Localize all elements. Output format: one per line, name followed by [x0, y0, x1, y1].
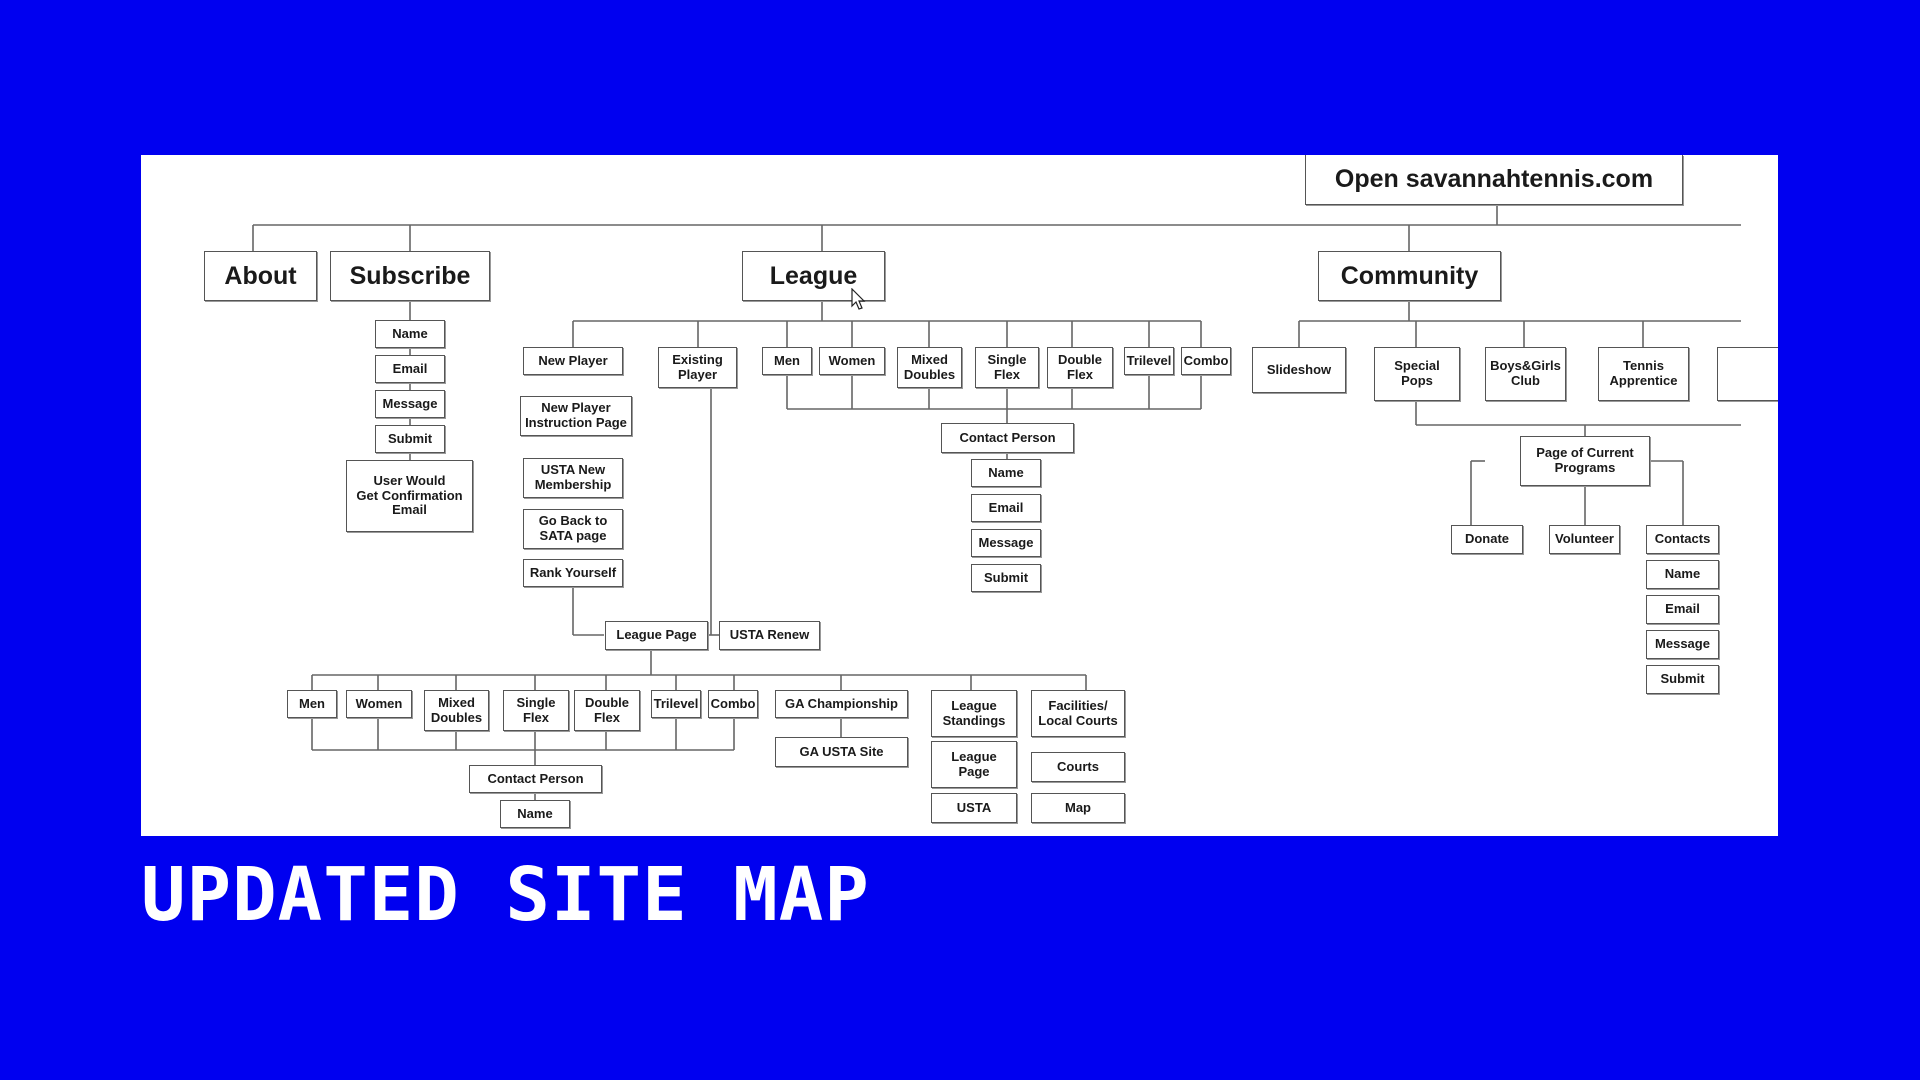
league-page-category-trilevel: Trilevel [651, 690, 701, 718]
new-player-instruction-node: New Player Instruction Page [520, 396, 632, 436]
league-contact-person-node: Contact Person [941, 423, 1074, 453]
subscribe-confirmation-node: User Would Get Confirmation Email [346, 460, 473, 532]
sitemap-diagram: Open savannahtennis.com About Subscribe … [141, 155, 1778, 836]
contacts-email-node: Email [1646, 595, 1719, 624]
standings-usta-node: USTA [931, 793, 1017, 823]
rank-yourself-node: Rank Yourself [523, 559, 623, 587]
go-back-sata-node: Go Back to SATA page [523, 509, 623, 549]
community-special-pops-node: Special Pops [1374, 347, 1460, 401]
league-page-category-combo: Combo [708, 690, 758, 718]
mouse-cursor-icon [851, 288, 866, 310]
standings-league-page-node: League Page [931, 741, 1017, 788]
page-title: UPDATED SITE MAP [141, 852, 870, 938]
league-page-category-mixed-doubles: Mixed Doubles [424, 690, 489, 731]
community-cut-off-node [1717, 347, 1778, 401]
community-boys-girls-club-node: Boys&Girls Club [1485, 347, 1566, 401]
ga-usta-site-node: GA USTA Site [775, 737, 908, 767]
league-page-node: League Page [605, 621, 708, 650]
league-category-combo: Combo [1181, 347, 1231, 375]
root-node: Open savannahtennis.com [1305, 155, 1683, 205]
subscribe-name-node: Name [375, 320, 445, 348]
league-node: League [742, 251, 885, 301]
subscribe-message-node: Message [375, 390, 445, 418]
ga-championship-node: GA Championship [775, 690, 908, 718]
existing-player-node: Existing Player [658, 347, 737, 388]
connector-lines [252, 205, 1741, 800]
usta-new-membership-node: USTA New Membership [523, 458, 623, 498]
league-category-men: Men [762, 347, 812, 375]
league-contact-name-node: Name [971, 459, 1041, 487]
community-tennis-apprentice-node: Tennis Apprentice [1598, 347, 1689, 401]
league-category-double-flex: Double Flex [1047, 347, 1113, 388]
subscribe-node: Subscribe [330, 251, 490, 301]
facilities-node: Facilities/ Local Courts [1031, 690, 1125, 737]
community-node: Community [1318, 251, 1501, 301]
league-page-contact-name-node: Name [500, 800, 570, 828]
volunteer-node: Volunteer [1549, 525, 1620, 554]
league-page-category-women: Women [346, 690, 412, 718]
facilities-map-node: Map [1031, 793, 1125, 823]
league-category-mixed-doubles: Mixed Doubles [897, 347, 962, 388]
league-standings-node: League Standings [931, 690, 1017, 737]
contacts-submit-node: Submit [1646, 665, 1719, 694]
league-page-category-single-flex: Single Flex [503, 690, 569, 731]
league-page-category-men: Men [287, 690, 337, 718]
about-node: About [204, 251, 317, 301]
community-slideshow-node: Slideshow [1252, 347, 1346, 393]
league-page-contact-person-node: Contact Person [469, 765, 602, 793]
league-category-women: Women [819, 347, 885, 375]
subscribe-submit-node: Submit [375, 425, 445, 453]
league-contact-email-node: Email [971, 494, 1041, 522]
usta-renew-node: USTA Renew [719, 621, 820, 650]
league-page-category-double-flex: Double Flex [574, 690, 640, 731]
league-category-single-flex: Single Flex [975, 347, 1039, 388]
contacts-node: Contacts [1646, 525, 1719, 554]
league-contact-message-node: Message [971, 529, 1041, 557]
subscribe-email-node: Email [375, 355, 445, 383]
league-contact-submit-node: Submit [971, 564, 1041, 592]
contacts-name-node: Name [1646, 560, 1719, 589]
donate-node: Donate [1451, 525, 1523, 554]
current-programs-node: Page of Current Programs [1520, 436, 1650, 486]
league-category-trilevel: Trilevel [1124, 347, 1174, 375]
facilities-courts-node: Courts [1031, 752, 1125, 782]
new-player-node: New Player [523, 347, 623, 375]
contacts-message-node: Message [1646, 630, 1719, 659]
